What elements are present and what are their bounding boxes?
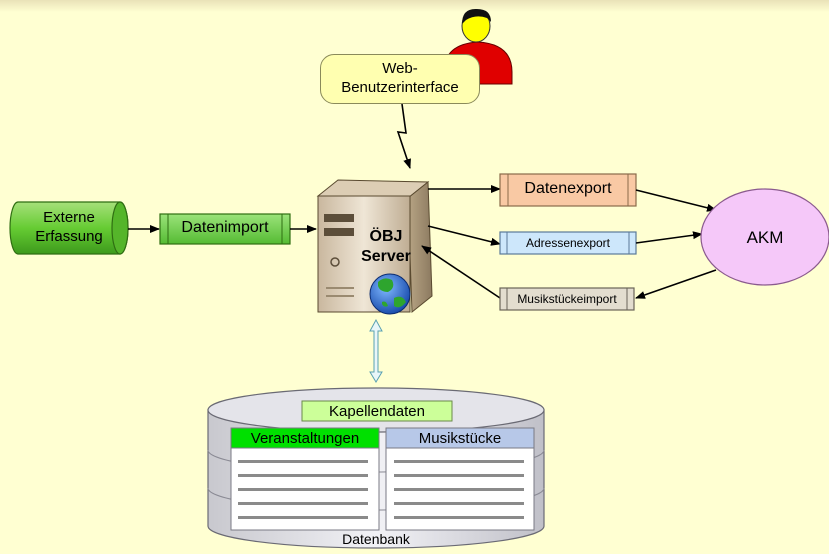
web-interface-label-line2: Benutzerinterface xyxy=(341,79,459,96)
kapellendaten-box xyxy=(301,400,453,422)
arrow-datenexport-to-akm xyxy=(635,189,717,212)
musikstuecke-table xyxy=(385,427,535,531)
server-label-line1: ÖBJ xyxy=(369,228,403,245)
external-source-shape xyxy=(9,201,129,255)
musikimport-box xyxy=(499,287,635,311)
server-icon xyxy=(316,179,433,314)
kapellendaten-label: Kapellendaten xyxy=(329,403,425,420)
arrow-adressenexport-to-akm xyxy=(635,231,703,244)
import-label: Datenimport xyxy=(181,219,269,236)
web-interface-box xyxy=(320,54,480,104)
akm-node xyxy=(700,188,829,286)
web-interface-label-line1: Web- xyxy=(382,60,418,77)
import-box xyxy=(159,213,291,245)
top-gradient-bar xyxy=(0,0,829,12)
musikstuecke-header: Musikstücke xyxy=(418,430,502,447)
arrow-musikimport-to-server xyxy=(421,245,501,299)
arrow-akm-to-musikimport xyxy=(635,269,717,299)
musikimport-label: Musikstückeimport xyxy=(517,292,617,306)
database-footer-label: Datenbank xyxy=(342,531,410,547)
veranstaltungen-header: Veranstaltungen xyxy=(250,430,360,447)
akm-label: AKM xyxy=(746,228,784,247)
datenexport-label: Datenexport xyxy=(524,180,612,197)
adressenexport-label: Adressenexport xyxy=(525,236,611,250)
external-label-line2: Erfassung xyxy=(35,228,103,245)
server-label-line2: Server xyxy=(361,248,411,265)
arrow-server-to-adressenexport xyxy=(427,225,501,246)
datenexport-box xyxy=(499,173,637,207)
server-database-double-arrow xyxy=(369,318,383,383)
globe-icon xyxy=(369,273,411,315)
veranstaltungen-table xyxy=(230,427,380,531)
external-label-line1: Externe xyxy=(43,209,95,226)
lightning-connector xyxy=(396,103,411,169)
